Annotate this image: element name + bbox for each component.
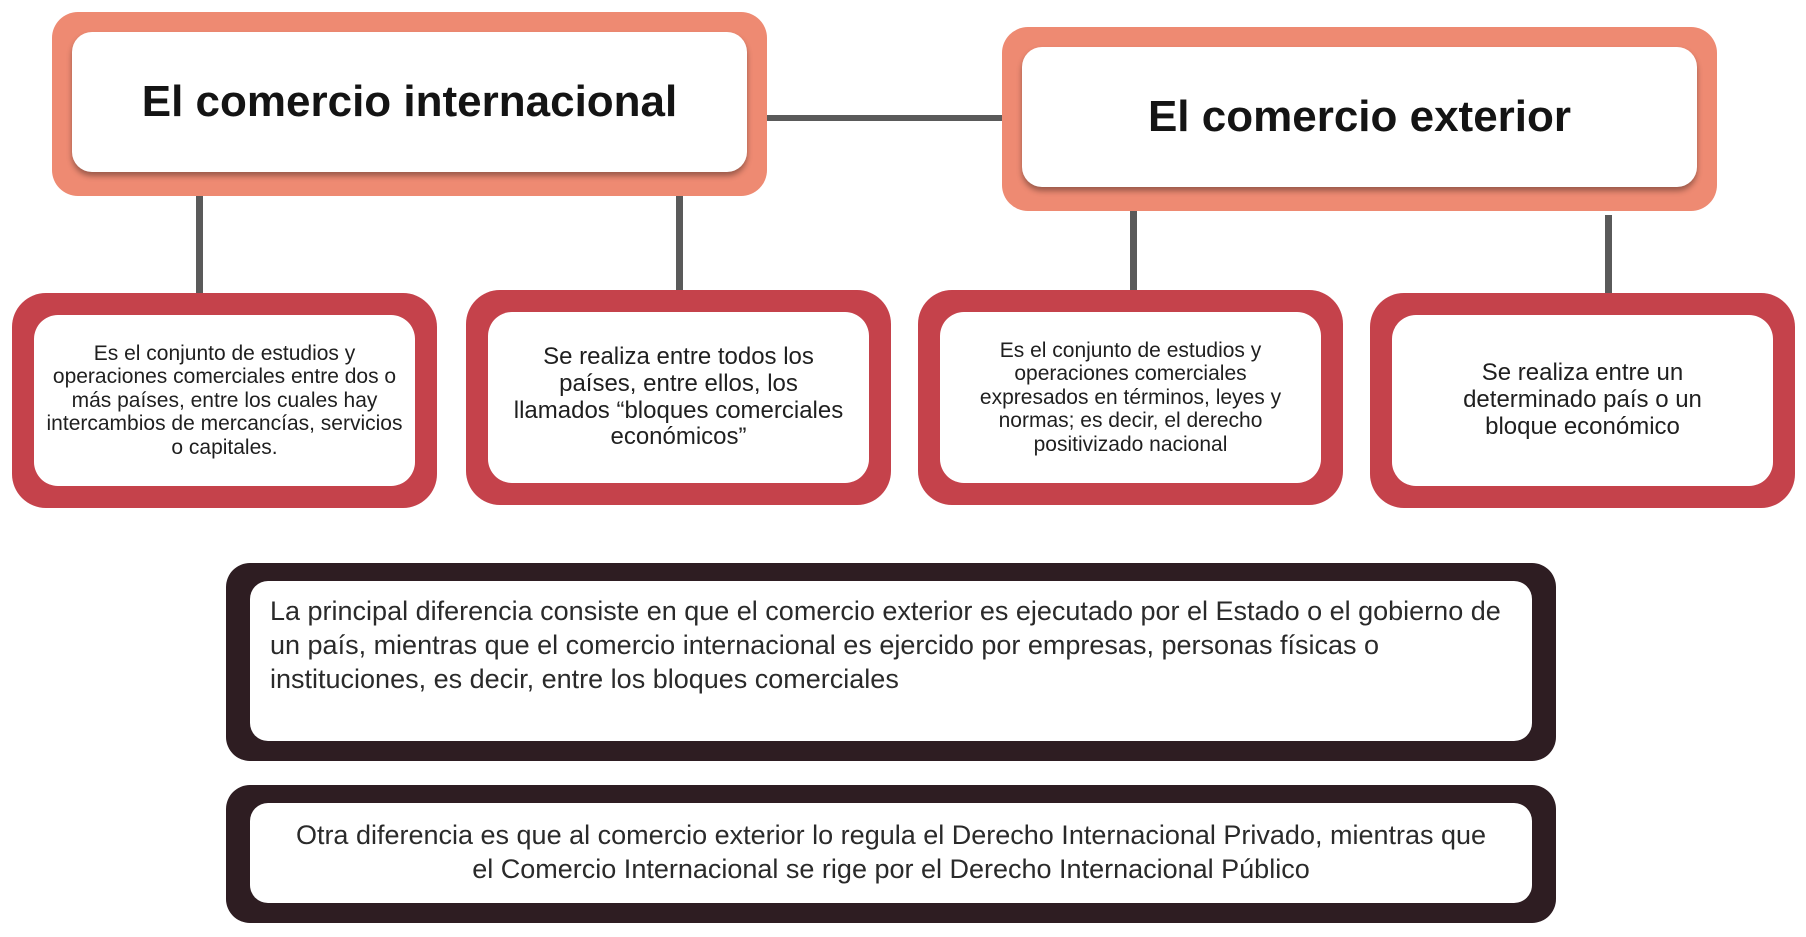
connector-titles (765, 115, 1005, 121)
note-box-main-difference: La principal diferencia consiste en que … (226, 563, 1556, 761)
connector-exterior-def-2 (1605, 215, 1612, 295)
definition-exterior-1: Es el conjunto de estudios y operaciones… (940, 312, 1321, 483)
note-box-other-difference: Otra diferencia es que al comercio exter… (226, 785, 1556, 923)
definition-box-exterior-1: Es el conjunto de estudios y operaciones… (918, 290, 1343, 505)
definition-box-exterior-2: Se realiza entre un determinado país o u… (1370, 293, 1795, 508)
note-other-difference: Otra diferencia es que al comercio exter… (250, 803, 1532, 903)
note-main-difference: La principal diferencia consiste en que … (250, 581, 1532, 741)
title-box-international: El comercio internacional (52, 12, 767, 196)
definition-international-1: Es el conjunto de estudios y operaciones… (34, 315, 415, 486)
definition-box-international-1: Es el conjunto de estudios y operaciones… (12, 293, 437, 508)
title-box-exterior: El comercio exterior (1002, 27, 1717, 211)
definition-box-international-2: Se realiza entre todos los países, entre… (466, 290, 891, 505)
connector-international-def-1 (196, 195, 203, 295)
title-international: El comercio internacional (72, 32, 747, 172)
connector-international-def-2 (676, 195, 683, 295)
definition-exterior-2: Se realiza entre un determinado país o u… (1392, 315, 1773, 486)
definition-international-2: Se realiza entre todos los países, entre… (488, 312, 869, 483)
title-exterior: El comercio exterior (1022, 47, 1697, 187)
connector-exterior-def-1 (1130, 210, 1137, 295)
